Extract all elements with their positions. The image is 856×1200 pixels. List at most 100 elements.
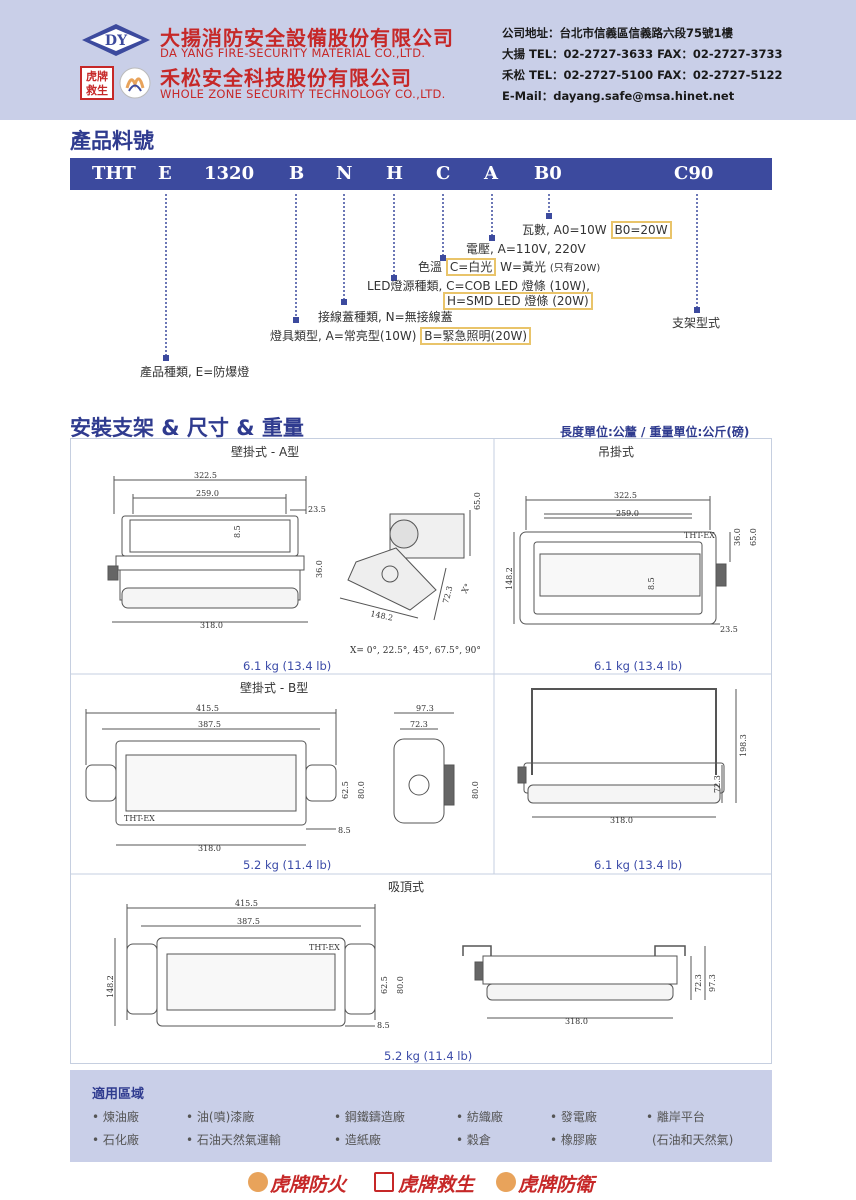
brand-tiger-rescue: 虎牌救生 <box>398 1174 475 1196</box>
hanging-caption: 吊掛式 <box>598 445 635 459</box>
dim-x-a: X° <box>460 582 473 595</box>
dy-logo: DY <box>82 24 150 56</box>
app-item: • 鋼鐵鑄造廠 <box>334 1110 405 1124</box>
dim-723-s: 72.3 <box>713 775 722 793</box>
code-led-source: H <box>386 163 404 184</box>
bracket-side-drawing: 318.0 198.3 72.3 <box>517 688 748 825</box>
diagram-frame <box>70 438 772 1064</box>
app-item: • 煉油廠 <box>92 1110 139 1124</box>
dim-148-c: 148.2 <box>106 975 115 998</box>
wall-b-weight: 5.2 kg (11.4 lb) <box>243 858 332 872</box>
dim-23-a: 23.5 <box>308 505 326 514</box>
email-link[interactable]: E-Mail：dayang.safe@msa.hinet.net <box>502 89 735 103</box>
tiger-rescue-icon <box>374 1172 394 1192</box>
wall-a-drawing: 322.5 259.0 23.5 318.0 8.5 36.0 148.2 72… <box>107 471 482 630</box>
dim-415-b: 415.5 <box>196 704 219 713</box>
dim-80-b2: 80.0 <box>471 781 480 799</box>
code-junction: N <box>336 163 353 184</box>
dimensions-title: 安裝支架 & 尺寸 & 重量 <box>70 416 304 440</box>
whole-zone-logo <box>119 67 151 99</box>
code-lamp-type: B <box>289 163 305 184</box>
dim-80-c: 80.0 <box>396 976 405 994</box>
wall-a-angle-note: X= 0°, 22.5°, 45°, 67.5°, 90° <box>350 646 481 656</box>
company-address: 公司地址：台北市信義區信義路六段75號1樓 <box>502 26 734 40</box>
part-number-leader-lines <box>163 194 700 361</box>
code-wattage: B0 <box>534 163 562 184</box>
dim-85-h: 8.5 <box>647 577 656 590</box>
code-voltage: A <box>484 163 498 184</box>
label-wattage: 瓦數, A0=10W B0=20W <box>522 221 672 239</box>
logo-h: THT-EX <box>684 531 715 540</box>
app-item: • 紡織廠 <box>456 1110 503 1124</box>
code-color: C <box>436 163 451 184</box>
dim-65-a: 65.0 <box>473 492 482 510</box>
dim-723-c: 72.3 <box>694 974 703 992</box>
dim-259-h: 259.0 <box>616 509 639 518</box>
tiger-defense-icon <box>496 1172 516 1192</box>
dim-973-b: 97.3 <box>416 704 434 713</box>
ceiling-drawing: 415.5 387.5 THT-EX 148.2 62.5 80.0 8.5 3… <box>106 899 717 1030</box>
logo-c: THT-EX <box>309 943 340 952</box>
dim-23-h: 23.5 <box>720 625 738 634</box>
dim-387-b: 387.5 <box>198 720 221 729</box>
label-color-temp: 色溫 C=白光 W=黃光 (只有20W) <box>418 258 601 276</box>
header-band <box>0 0 856 120</box>
part-number-bar <box>70 158 772 190</box>
dim-318-s: 318.0 <box>610 816 633 825</box>
dim-625-c: 62.5 <box>380 976 389 994</box>
label-led-source-highlight: H=SMD LED 燈條 (20W) <box>443 292 593 310</box>
dim-85-a: 8.5 <box>233 525 242 538</box>
code-tht: THT <box>92 163 136 184</box>
app-item: • 石油天然氣運輸 <box>186 1133 281 1147</box>
hanging-drawing: 322.5 259.0 THT-EX 148.2 8.5 23.5 36.0 6… <box>505 491 758 634</box>
panel-dividers <box>70 438 772 875</box>
bracket-side-weight: 6.1 kg (13.4 lb) <box>594 858 683 872</box>
app-item: • 石化廠 <box>92 1133 139 1147</box>
label-product-type: 產品種類, E=防爆燈 <box>140 365 250 379</box>
app-item: • 離岸平台 <box>646 1110 705 1124</box>
dim-723-b: 72.3 <box>410 720 428 729</box>
dim-148-h: 148.2 <box>505 567 514 590</box>
ceiling-caption: 吸頂式 <box>388 880 425 894</box>
label-led-source: LED燈源種類, C=COB LED 燈條 (10W), <box>367 279 590 293</box>
dim-318-c: 318.0 <box>565 1017 588 1026</box>
label-junction: 接線蓋種類, N=無接線蓋 <box>318 310 453 324</box>
dim-322-a: 322.5 <box>194 471 217 480</box>
company2-name-en: WHOLE ZONE SECURITY TECHNOLOGY CO.,LTD. <box>160 87 446 101</box>
label-lamp-type: 燈具類型, A=常亮型(10W) B=緊急照明(20W) <box>270 327 532 345</box>
company1-name-en: DA YANG FIRE-SECURITY MATERIAL CO.,LTD. <box>160 46 426 60</box>
label-lamp-type-highlight: B=緊急照明(20W) <box>420 327 532 345</box>
app-item: (石油和天然氣) <box>652 1133 734 1147</box>
brand-tiger-fire: 虎牌防火 <box>270 1174 347 1196</box>
app-item: • 油(噴)漆廠 <box>186 1110 255 1124</box>
dim-318-a: 318.0 <box>200 621 223 630</box>
brand-tiger-defense: 虎牌防衛 <box>518 1174 595 1196</box>
wall-a-weight: 6.1 kg (13.4 lb) <box>243 659 332 673</box>
dim-318-b: 318.0 <box>198 844 221 853</box>
dim-36-h: 36.0 <box>733 528 742 546</box>
code-bracket: C90 <box>674 163 714 184</box>
applications-box <box>70 1070 772 1162</box>
wholezone-phone: 禾松 TEL：02-2727-5100 FAX：02-2727-5122 <box>502 68 783 82</box>
company2-name-cn: 禾松安全科技股份有限公司 <box>160 66 412 90</box>
company1-name-cn: 大揚消防安全設備股份有限公司 <box>160 26 454 50</box>
dim-80-b: 80.0 <box>357 781 366 799</box>
dim-415-c: 415.5 <box>235 899 258 908</box>
code-series: 1320 <box>204 163 255 184</box>
dim-85-c: 8.5 <box>377 1021 390 1030</box>
dim-1983-s: 198.3 <box>739 734 748 757</box>
wall-b-drawing: 415.5 387.5 THT-EX 318.0 8.5 62.5 80.0 9… <box>85 704 480 853</box>
dim-85-b: 8.5 <box>338 826 351 835</box>
tiger-fire-icon <box>248 1172 268 1192</box>
app-item: • 穀倉 <box>456 1133 491 1147</box>
logo-dy-text: DY <box>105 33 128 49</box>
label-wattage-highlight: B0=20W <box>610 221 672 239</box>
part-number-title: 產品料號 <box>70 129 154 153</box>
dim-65-h: 65.0 <box>749 528 758 546</box>
label-color-highlight: C=白光 <box>445 258 497 276</box>
dim-625-b: 62.5 <box>341 781 350 799</box>
dayang-phone: 大揚 TEL：02-2727-3633 FAX：02-2727-3733 <box>502 47 783 61</box>
dim-36-a: 36.0 <box>315 560 324 578</box>
dim-322-h: 322.5 <box>614 491 637 500</box>
code-product-type: E <box>158 163 172 184</box>
